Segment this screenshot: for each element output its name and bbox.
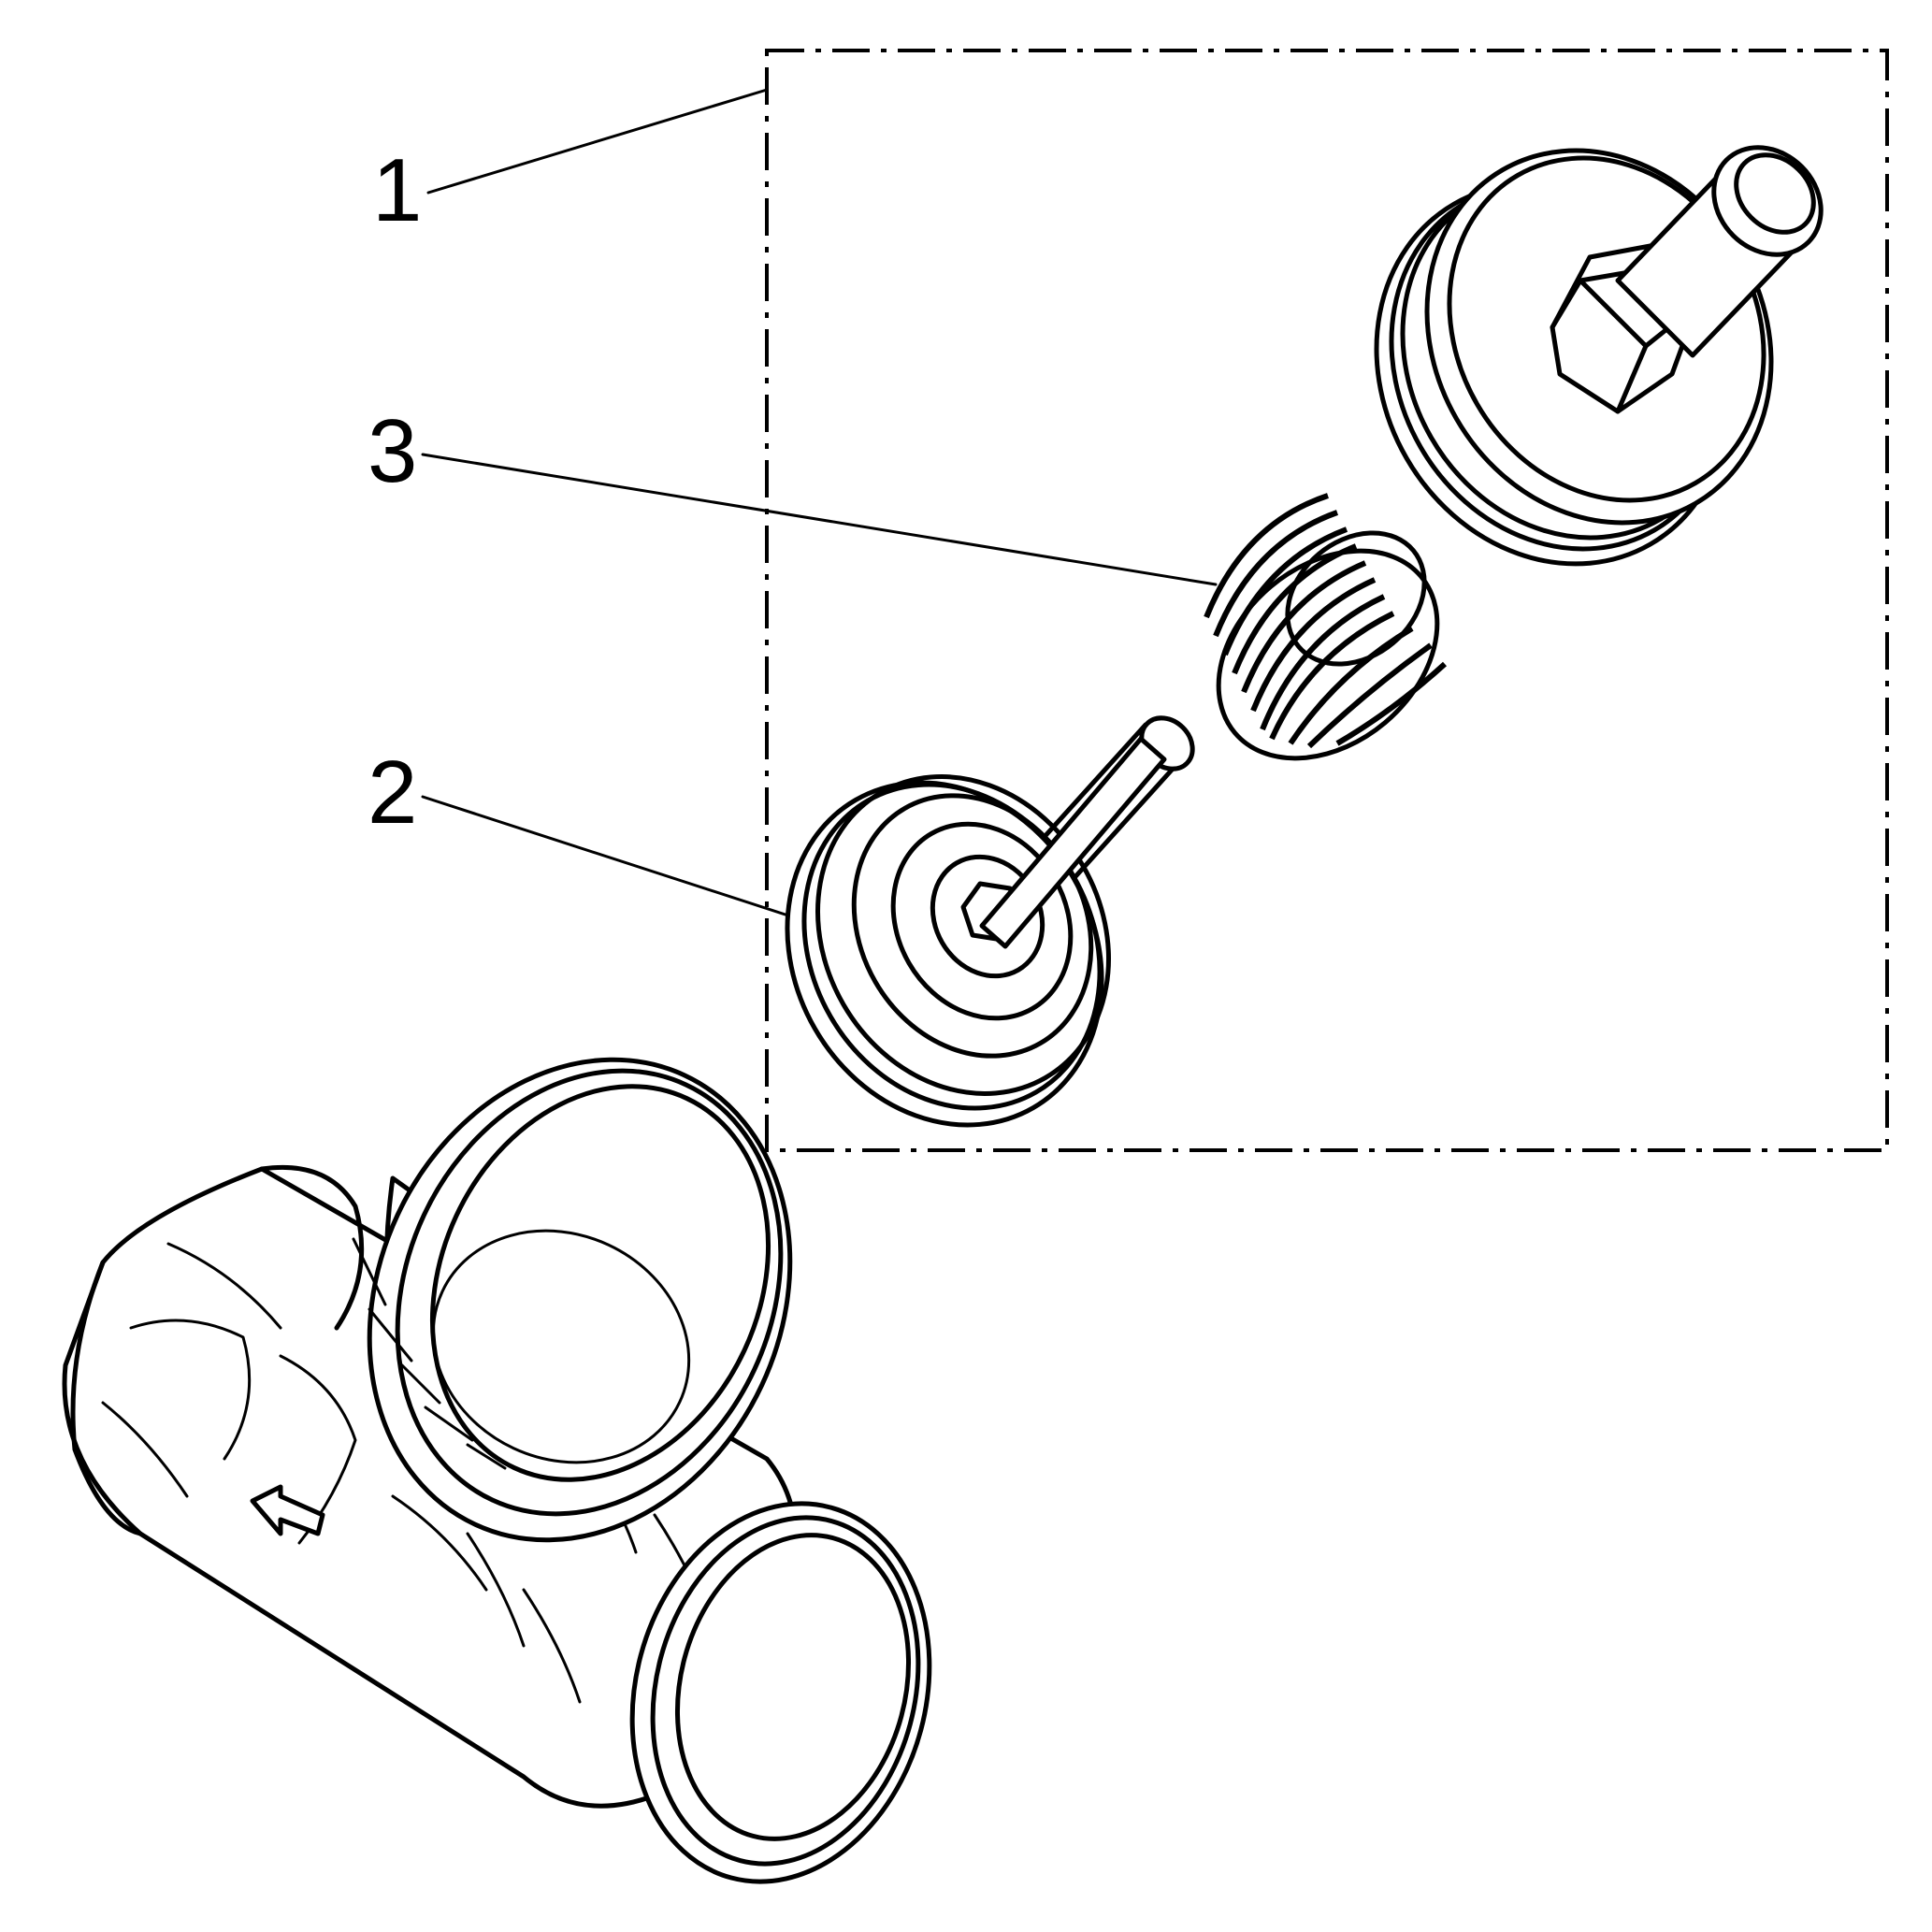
valve-disc (785, 715, 1195, 1128)
callout-2-label: 2 (368, 743, 417, 843)
bonnet-cap (1374, 145, 1824, 567)
callout-1: 1 (372, 88, 769, 240)
tee-body (62, 1057, 932, 1884)
stem (1615, 145, 1824, 358)
flow-arrow (250, 1484, 325, 1536)
outlet-port (629, 1501, 932, 1884)
assembly-group-frame (765, 49, 1889, 1152)
callout-1-leader (426, 88, 769, 195)
callout-3-leader (421, 453, 1218, 586)
emboss-marking (352, 1237, 507, 1470)
callout-1-label: 1 (372, 140, 422, 240)
callout-3: 3 (368, 401, 1218, 586)
callout-3-label: 3 (368, 401, 417, 501)
spring (1204, 493, 1448, 761)
